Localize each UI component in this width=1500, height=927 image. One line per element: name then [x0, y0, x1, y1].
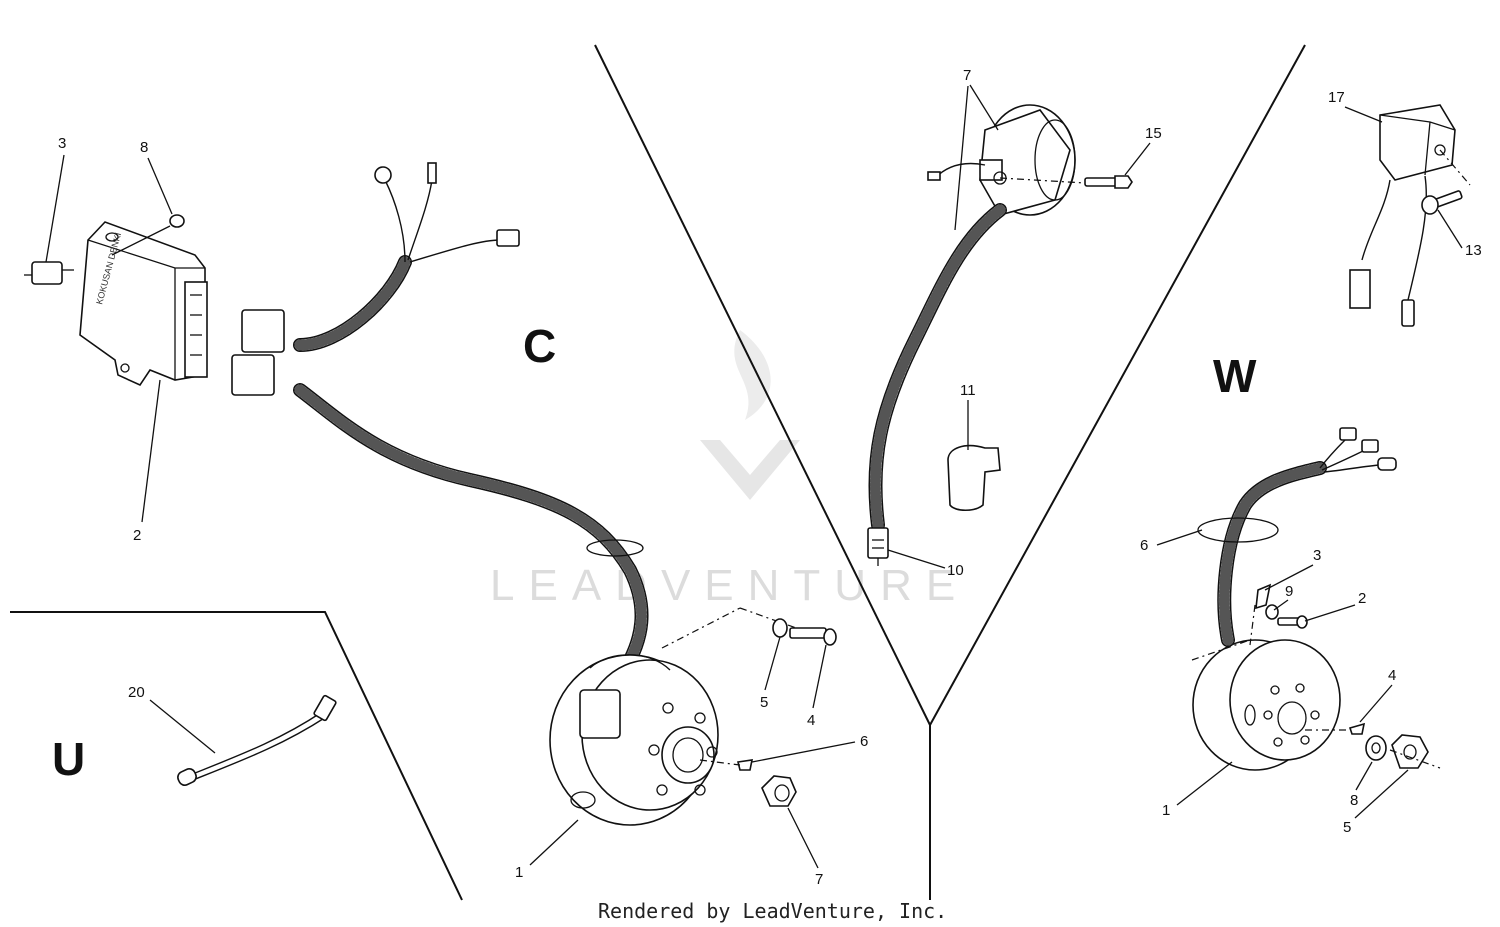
spark-plug — [867, 527, 889, 566]
high-tension-cord — [868, 203, 1007, 532]
callout-c-3: 3 — [58, 135, 66, 152]
cdi-bolt-w — [1421, 149, 1471, 215]
cdi-collar — [111, 214, 185, 256]
spark-plug-cap — [947, 444, 1001, 512]
callout-c-6: 6 — [860, 733, 868, 750]
stator-bracket-w — [1249, 583, 1308, 646]
wire-clamp-w — [1197, 517, 1279, 543]
callouts-w: 17 13 6 3 9 2 4 8 5 1 — [1140, 89, 1482, 836]
woodruff-key-w — [1305, 722, 1366, 735]
ignition-coil — [927, 104, 1076, 216]
stator-screw — [661, 607, 837, 649]
flywheel-washer-w — [1365, 735, 1387, 761]
ground-lead-wire — [177, 694, 337, 786]
callout-w-8: 8 — [1350, 792, 1358, 809]
flywheel-nut-c — [761, 775, 797, 807]
watermark-text: LEADVENTURE — [490, 561, 969, 610]
callout-w-13: 13 — [1465, 242, 1482, 259]
flywheel-nut-w — [1389, 734, 1441, 769]
callout-coil-11: 11 — [960, 382, 976, 399]
callout-w-4: 4 — [1388, 667, 1396, 684]
flywheel-magneto-w — [1191, 639, 1341, 771]
callout-w-5: 5 — [1343, 819, 1351, 836]
callout-w-3: 3 — [1313, 547, 1321, 564]
callout-w-2: 2 — [1358, 590, 1366, 607]
section-label-w: W — [1213, 350, 1257, 402]
callout-c-2: 2 — [133, 527, 141, 544]
callout-coil-15: 15 — [1145, 125, 1162, 142]
callouts-u: 20 — [128, 684, 216, 754]
callout-u-20: 20 — [128, 684, 145, 701]
section-dividers — [10, 44, 1306, 901]
section-label-u: U — [52, 733, 85, 785]
callout-c-4: 4 — [807, 712, 815, 729]
callouts-coil: 7 15 11 10 — [887, 67, 1162, 579]
callout-w-17: 17 — [1328, 89, 1345, 106]
section-label-c: C — [523, 320, 556, 372]
callouts-c: 3 8 2 5 4 6 1 7 — [45, 135, 868, 888]
cdi-rubber-mount — [24, 261, 74, 285]
leadventure-watermark: LEADVENTURE — [490, 330, 969, 610]
callout-c-8: 8 — [140, 139, 148, 156]
stator-wire-harness — [293, 162, 649, 667]
cdi-unit: KOKUSAN DENKI — [79, 221, 208, 387]
stator-washer — [772, 618, 788, 638]
render-credit: Rendered by LeadVenture, Inc. — [598, 899, 947, 923]
callout-w-6: 6 — [1140, 537, 1148, 554]
callout-w-1: 1 — [1162, 802, 1170, 819]
cdi-unit-w — [1349, 104, 1456, 327]
callout-c-5: 5 — [760, 694, 768, 711]
callout-w-9: 9 — [1285, 583, 1293, 600]
callout-coil-10: 10 — [947, 562, 964, 579]
stator-wire-harness-w — [1217, 427, 1397, 647]
woodruff-key — [699, 759, 754, 771]
callout-c-7: 7 — [815, 871, 823, 888]
harness-connectors — [231, 309, 285, 396]
flywheel-magneto-c — [549, 654, 719, 826]
callout-c-1: 1 — [515, 864, 523, 881]
coil-bolt — [999, 175, 1133, 189]
callout-coil-7: 7 — [963, 67, 971, 84]
